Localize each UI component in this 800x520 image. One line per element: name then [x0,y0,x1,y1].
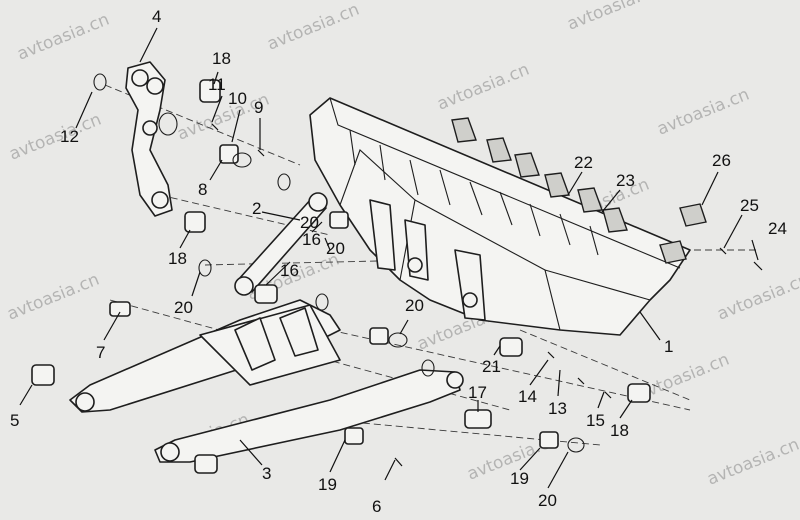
watermark: avtoasia.cn [434,60,532,115]
watermark: avtoasia.cn [714,270,800,325]
callout-label: 2 [252,199,261,218]
callout-label: 15 [586,411,605,430]
callout-label: 24 [768,219,787,238]
retaining-rings [93,73,585,453]
callout-label: 3 [262,464,271,483]
bell-crank-link [125,61,173,217]
watermark: avtoasia.cn [564,0,662,35]
callout-label: 18 [212,49,231,68]
callout-label: 18 [168,249,187,268]
callout-label: 16 [280,261,299,280]
callout-label: 19 [318,475,337,494]
bushing-20 [369,327,389,345]
pins-and-bushings [31,79,651,474]
callout-label: 20 [538,491,557,510]
callout-label: 20 [174,298,193,317]
callout-label: 9 [254,98,263,117]
bushing-19b [539,431,559,449]
callout-label: 1 [664,337,673,356]
bushing-16 [254,284,278,304]
pin-17 [464,409,492,429]
callout-labels: 1 2 3 4 5 6 7 8 9 10 11 12 13 14 15 16 1… [10,7,787,516]
pin-7 [109,301,131,317]
callout-label: 16 [302,230,321,249]
watermark: avtoasia.cn [654,85,752,140]
watermark: avtoasia.cn [704,435,800,490]
callout-label: 25 [740,196,759,215]
callout-label: 12 [60,127,79,146]
bucket-teeth [451,117,707,264]
watermark: avtoasia.cn [4,270,102,325]
watermark: avtoasia.cn [264,0,362,55]
bucket-assembly [309,97,691,336]
callout-label: 19 [510,469,529,488]
callout-label: 26 [712,151,731,170]
callout-label: 11 [208,75,226,94]
bushing-8 [219,144,239,164]
callout-label: 21 [482,357,501,376]
callout-label: 13 [548,399,567,418]
callout-label: 7 [96,343,105,362]
bushing-5 [31,364,55,386]
callout-label: 18 [610,421,629,440]
callout-label: 17 [468,383,487,402]
bolts [211,123,763,467]
lift-arm-frame [69,299,464,463]
callout-label: 20 [326,239,345,258]
callout-label: 4 [152,7,161,26]
bushing-19 [194,454,218,474]
callout-label: 22 [574,153,593,172]
pin-18b [184,211,206,233]
callout-label: 14 [518,387,537,406]
callout-label: 5 [10,411,19,430]
link-rod [234,192,328,296]
callout-label: 20 [405,296,424,315]
callout-label: 8 [198,180,207,199]
bushing-16b [329,211,349,229]
bushing-21 [499,337,523,357]
watermark: avtoasia.cn [14,10,112,65]
callout-leaders [19,27,759,489]
callout-label: 23 [616,171,635,190]
bushing-19c [344,427,364,445]
callout-label: 10 [228,89,247,108]
watermark: avtoasia.cn [6,110,104,165]
pin-18c [627,383,651,403]
callout-label: 20 [300,213,319,232]
pin-18 [199,79,221,103]
callout-label: 6 [372,497,381,516]
